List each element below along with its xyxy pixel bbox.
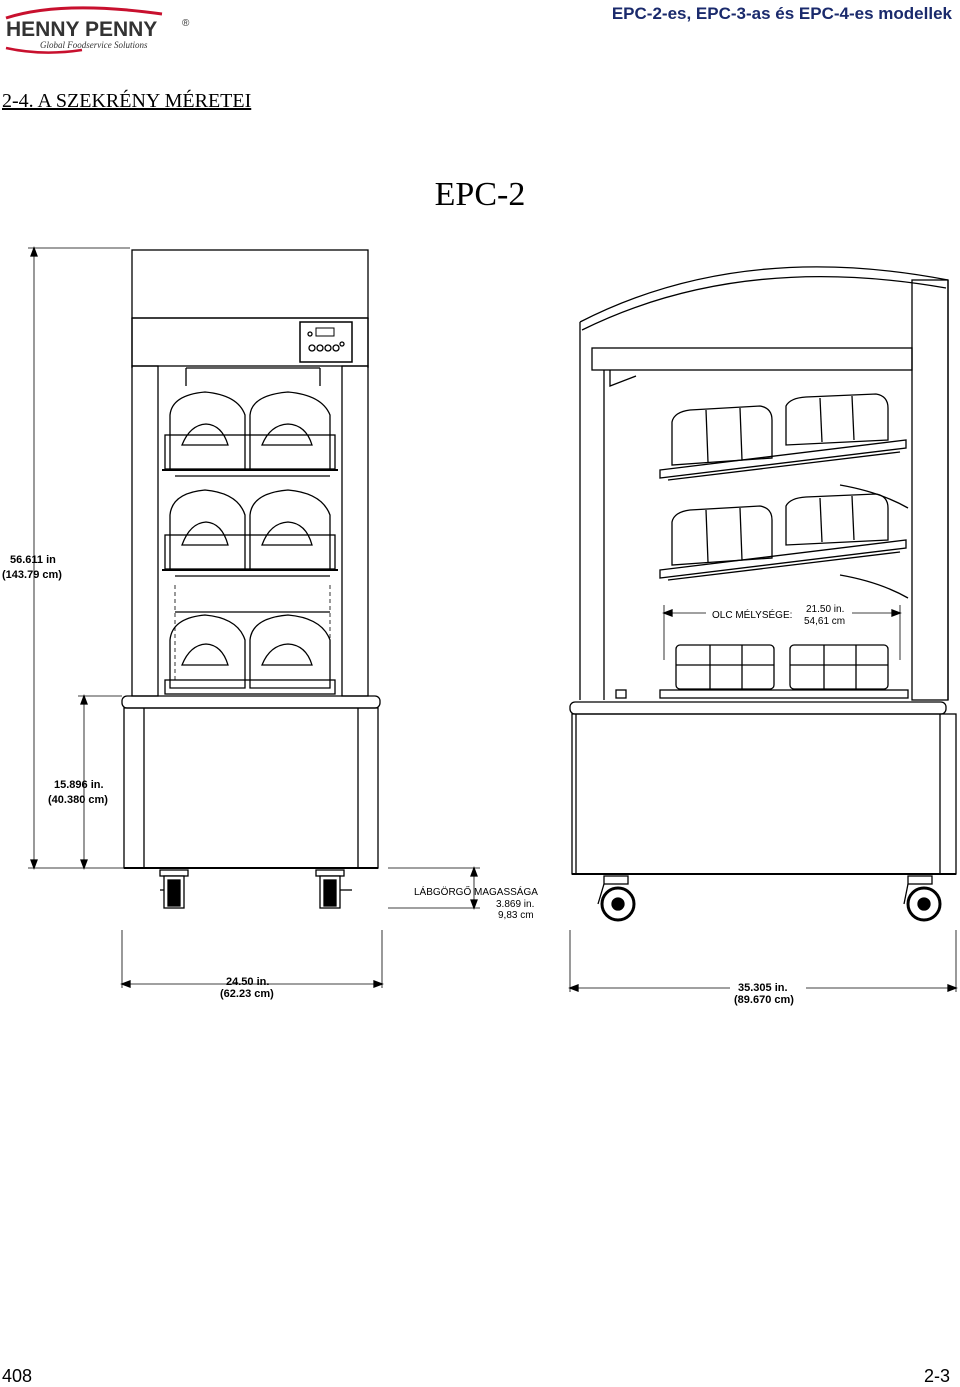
width-inches: 24.50 in. xyxy=(226,976,269,988)
front-view xyxy=(28,246,480,988)
registered-mark: ® xyxy=(182,18,190,29)
width-cm: (62.23 cm) xyxy=(220,988,274,1000)
shelf-depth-cm: 54,61 cm xyxy=(804,616,845,627)
brand-tagline: Global Foodservice Solutions xyxy=(40,40,148,50)
shelf-depth-inches: 21.50 in. xyxy=(806,604,844,615)
document-title: EPC-2-es, EPC-3-as és EPC-4-es modellek xyxy=(611,4,952,23)
front-left-caster xyxy=(159,869,189,909)
total-height-inches: 56.611 in xyxy=(10,554,56,566)
base-height-inches: 15.896 in. xyxy=(54,779,104,791)
shelf-depth-label: OLC MÉLYSÉGE: xyxy=(712,608,792,621)
caster-height-inches: 3.869 in. xyxy=(496,899,534,910)
caster-height-cm: 9,83 cm xyxy=(498,910,534,921)
brand-name: HENNY PENNY xyxy=(6,18,157,41)
front-right-caster xyxy=(315,869,352,909)
brand-logo: HENNY PENNY ® Global Foodservice Solutio… xyxy=(2,4,202,56)
total-height-cm: (143.79 cm) xyxy=(2,569,62,581)
side-rear-caster xyxy=(903,875,942,922)
side-view xyxy=(568,266,958,992)
model-title: EPC-2 xyxy=(434,176,526,213)
document-number: 408 xyxy=(2,1366,33,1386)
base-height-cm: (40.380 cm) xyxy=(48,794,108,806)
depth-cm: (89.670 cm) xyxy=(734,994,794,1006)
cabinet-dimension-drawing: 56.611 in (143.79 cm) 15.896 in. (40.380… xyxy=(0,240,960,1020)
side-front-caster xyxy=(597,875,636,922)
caster-height-label: LÁBGÖRGŐ MAGASSÁGA xyxy=(414,884,538,898)
page-number: 2-3 xyxy=(923,1366,950,1386)
depth-inches: 35.305 in. xyxy=(738,982,788,994)
section-heading: 2-4. A SZEKRÉNY MÉRETEI xyxy=(2,90,252,112)
